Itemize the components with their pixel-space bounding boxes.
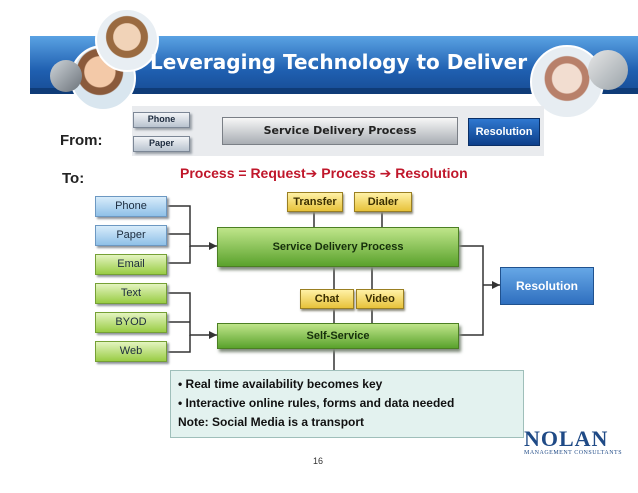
to-label: To: (62, 170, 85, 187)
from-service-delivery-process: Service Delivery Process (222, 117, 458, 145)
from-paper-box: Paper (133, 136, 190, 152)
self-service-box: Self-Service (217, 323, 459, 349)
to-service-delivery-process: Service Delivery Process (217, 227, 459, 267)
page-number: 16 (313, 456, 324, 466)
to-resolution-box: Resolution (500, 267, 594, 305)
nolan-logo: NOLAN (524, 426, 609, 451)
photo-person-headset (95, 8, 159, 72)
channel-web: Web (95, 341, 167, 362)
chat-box: Chat (300, 289, 354, 309)
channel-text: Text (95, 283, 167, 304)
from-resolution-box: Resolution (468, 118, 540, 146)
video-box: Video (356, 289, 404, 309)
channel-phone: Phone (95, 196, 167, 217)
note-interactive: • Interactive online rules, forms and da… (178, 396, 455, 410)
slide-title: Leveraging Technology to Deliver (150, 50, 528, 74)
process-formula: Process = Request➔ Process ➔ Resolution (180, 165, 468, 181)
from-phone-box: Phone (133, 112, 190, 128)
note-realtime: • Real time availability becomes key (178, 377, 383, 391)
channel-email: Email (95, 254, 167, 275)
from-label: From: (60, 132, 103, 149)
nolan-logo-tagline: MANAGEMENT CONSULTANTS (524, 450, 623, 456)
keyboard-image (588, 50, 628, 90)
phone-handset-image (50, 60, 82, 92)
channel-paper: Paper (95, 225, 167, 246)
note-social-media: Note: Social Media is a transport (178, 415, 365, 429)
transfer-box: Transfer (287, 192, 343, 212)
dialer-box: Dialer (354, 192, 412, 212)
notes-box (170, 370, 524, 438)
channel-byod: BYOD (95, 312, 167, 333)
